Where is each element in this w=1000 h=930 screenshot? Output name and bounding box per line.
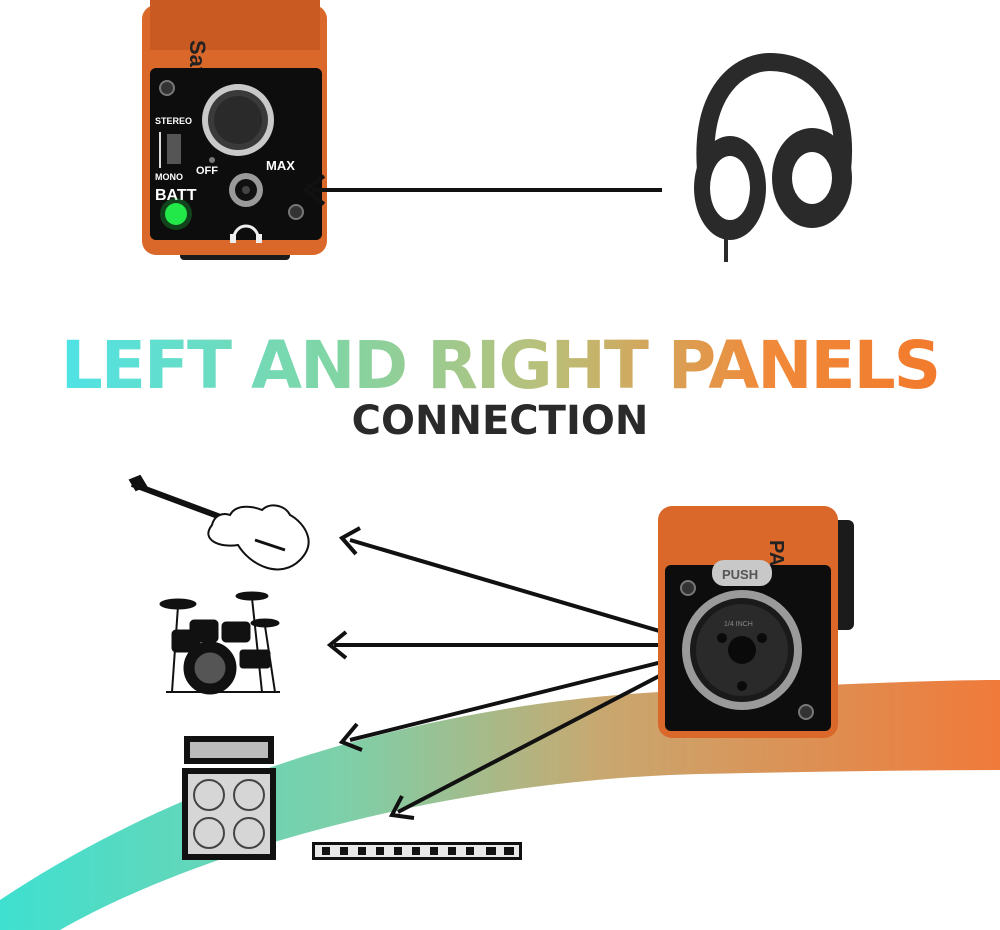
headline-subtitle: CONNECTION	[351, 398, 649, 444]
right-brand-text: PA	[765, 540, 787, 566]
jack-text: 1/4 INCH	[724, 621, 753, 628]
switch-top-label: STEREO	[155, 116, 192, 126]
battery-label: BATT	[155, 187, 197, 204]
knob-max-label: MAX	[266, 158, 295, 173]
guitar-amp-cabinet-icon	[182, 736, 276, 860]
rack-mixer-icon	[312, 842, 522, 860]
drum-kit-icon	[159, 591, 280, 695]
knob-off-label: OFF	[196, 165, 218, 177]
headline-title: LEFT AND RIGHT PANELS	[60, 327, 941, 404]
battery-led	[165, 203, 187, 225]
push-label: PUSH	[722, 567, 758, 582]
switch-bottom-label: MONO	[155, 172, 183, 182]
electric-guitar-icon	[128, 474, 310, 571]
mini-headphones-icon	[230, 224, 262, 243]
